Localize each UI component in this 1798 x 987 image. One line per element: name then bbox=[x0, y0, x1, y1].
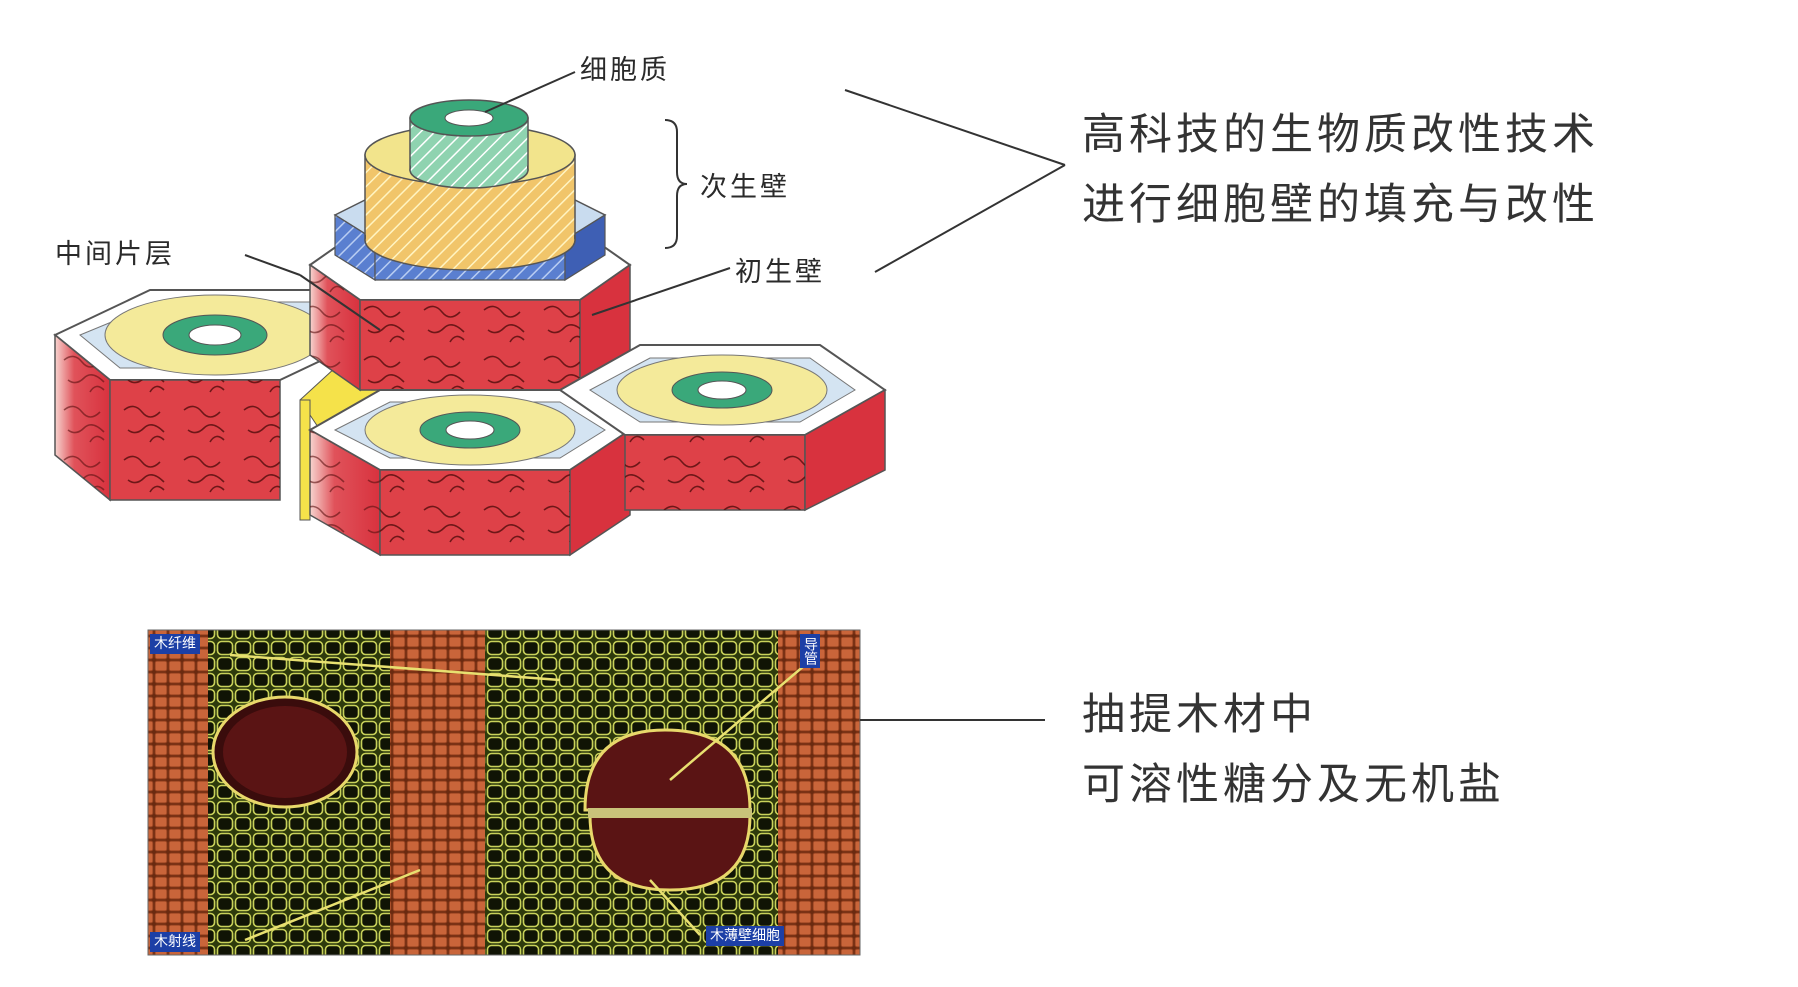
s3-layer bbox=[409, 99, 529, 189]
tag-vessel: 导管 bbox=[800, 634, 820, 668]
caption-bottom-line1: 抽提木材中 bbox=[1082, 690, 1317, 740]
caption-bottom-line2: 可溶性糖分及无机盐 bbox=[1082, 760, 1505, 810]
label-cytoplasm: 细胞质 bbox=[580, 55, 670, 86]
tag-parenchyma: 木薄壁细胞 bbox=[706, 926, 784, 946]
caption-top: 高科技的生物质改性技术 进行细胞壁的填充与改性 bbox=[1082, 100, 1599, 240]
cell-block-right bbox=[558, 344, 887, 512]
caption-top-line1: 高科技的生物质改性技术 bbox=[1082, 110, 1599, 160]
leader-lines-top bbox=[244, 71, 1066, 331]
caption-bottom: 抽提木材中 可溶性糖分及无机盐 bbox=[1082, 680, 1505, 820]
caption-top-line2: 进行细胞壁的填充与改性 bbox=[1082, 180, 1599, 230]
tag-wood-fiber: 木纤维 bbox=[150, 634, 200, 654]
middle-lamella-strip bbox=[299, 399, 311, 521]
cell-block-left bbox=[53, 289, 377, 502]
label-middle-lamella: 中间片层 bbox=[55, 239, 175, 270]
micrograph bbox=[147, 629, 861, 956]
tag-wood-ray: 木射线 bbox=[150, 932, 200, 952]
cell-block-front bbox=[307, 389, 632, 557]
label-primary-wall: 初生壁 bbox=[735, 257, 825, 288]
label-secondary-wall: 次生壁 bbox=[700, 172, 790, 203]
